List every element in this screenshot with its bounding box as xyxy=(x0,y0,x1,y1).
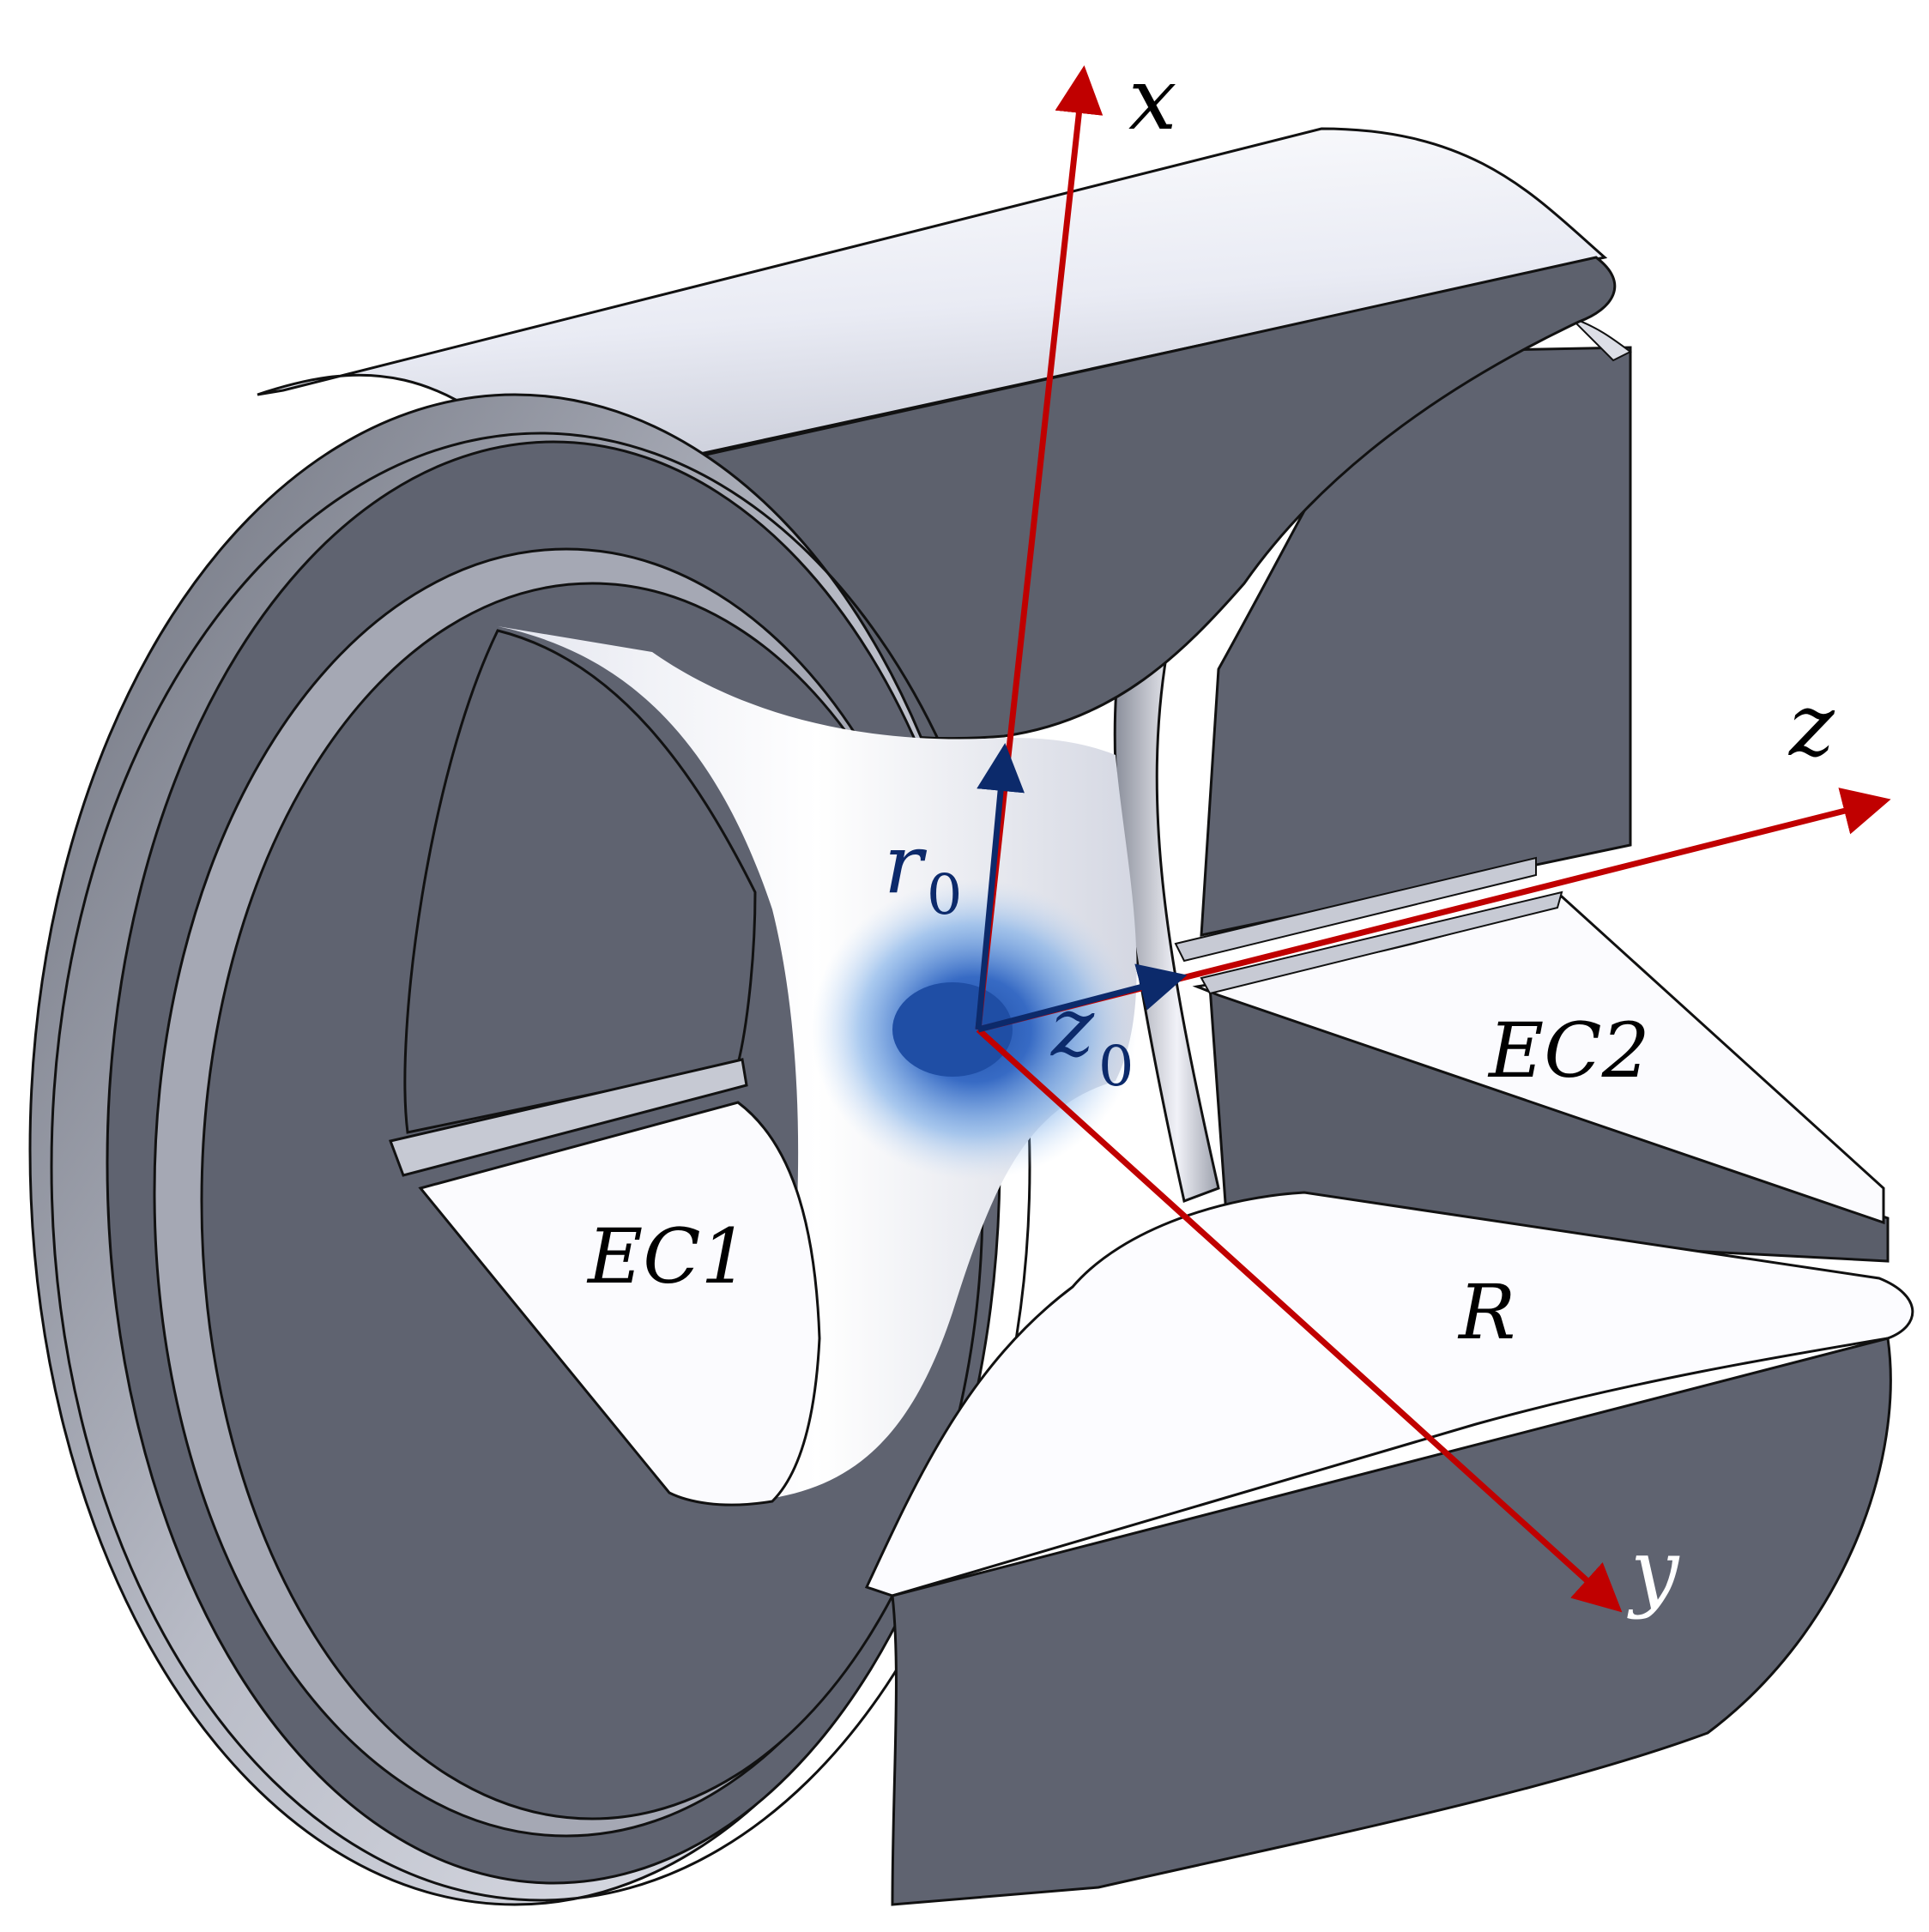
r0-arrow xyxy=(975,743,1025,1030)
x-axis-label: x xyxy=(1128,49,1176,149)
y-axis-arrow xyxy=(976,1027,1623,1613)
ion-cloud xyxy=(811,879,1137,1180)
coordinate-axes xyxy=(975,65,1891,1613)
r0-label: r 0 xyxy=(884,818,962,927)
endcap-1-face xyxy=(418,1101,821,1506)
ec1-label: EC1 xyxy=(586,1212,749,1301)
svg-text:r: r xyxy=(884,818,928,912)
svg-text:0: 0 xyxy=(927,863,962,927)
ring-label: R xyxy=(1457,1268,1515,1356)
ec2-label: EC2 xyxy=(1487,1006,1650,1095)
endcap-2-face xyxy=(1174,856,1885,1225)
svg-text:0: 0 xyxy=(1098,1035,1134,1099)
upper-electrode-top-surface xyxy=(257,127,1608,486)
ring-electrode-top-face xyxy=(864,1191,1914,1597)
svg-text:z: z xyxy=(1050,981,1095,1075)
ring-electrode-body xyxy=(891,1337,1892,1906)
z0-arrow xyxy=(977,963,1188,1033)
endcap-1-slot xyxy=(388,1058,748,1177)
z0-label: z 0 xyxy=(1050,981,1134,1099)
z-axis-label: z xyxy=(1788,675,1835,776)
endcap-1-upper-sector xyxy=(403,629,757,1134)
y-axis-label: y xyxy=(1627,1520,1680,1621)
